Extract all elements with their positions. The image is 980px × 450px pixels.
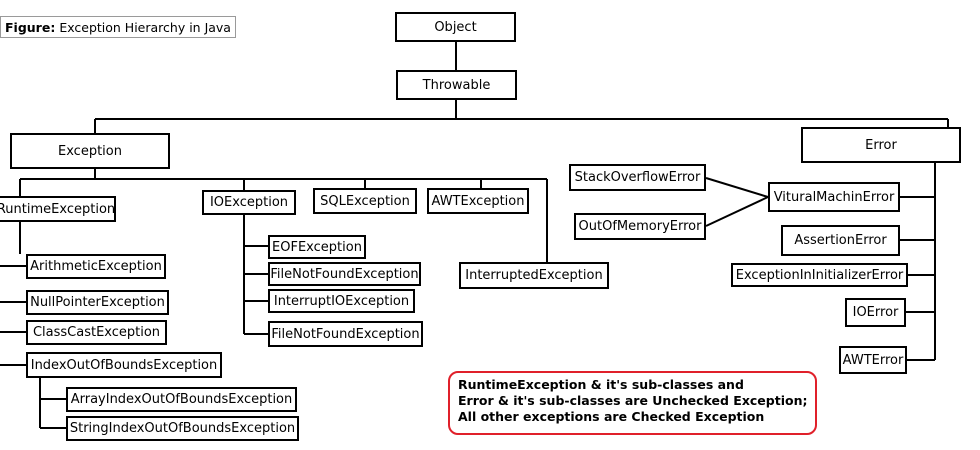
node-arrayindex-exception: ArrayIndexOutOfBoundsException	[66, 387, 297, 412]
checked-unchecked-note: RuntimeException & it's sub-classes and …	[448, 371, 817, 435]
node-filenotfound-exception-1: FileNotFoundException	[268, 262, 421, 286]
node-runtime-exception: RuntimeException	[0, 196, 116, 222]
node-stackoverflow-error: StackOverflowError	[569, 164, 706, 191]
figure-caption: Figure: Exception Hierarchy in Java	[0, 16, 236, 38]
note-line-3: All other exceptions are Checked Excepti…	[458, 409, 765, 424]
node-eof-exception: EOFException	[268, 235, 366, 259]
node-awtexception: AWTException	[427, 188, 529, 214]
node-interruptio-exception: InterruptIOException	[268, 289, 415, 313]
node-throwable: Throwable	[396, 70, 517, 100]
node-nullpointer-exception: NullPointerException	[26, 290, 169, 315]
node-virtualmachine-error: VituralMachinError	[768, 182, 900, 212]
node-object: Object	[395, 12, 516, 42]
node-outofmemory-error: OutOfMemoryError	[574, 213, 706, 240]
node-filenotfound-exception-2: FileNotFoundException	[268, 321, 423, 347]
node-awterror: AWTError	[839, 346, 907, 374]
figure-label: Figure:	[5, 19, 56, 35]
node-error: Error	[801, 127, 961, 163]
node-interrupted-exception: InterruptedException	[459, 262, 609, 289]
note-line-1: RuntimeException & it's sub-classes and	[458, 377, 744, 392]
node-exception: Exception	[10, 133, 170, 169]
node-ioerror: IOError	[845, 298, 906, 327]
node-arithmetic-exception: ArithmeticException	[26, 254, 166, 279]
node-classcast-exception: ClassCastException	[26, 320, 167, 345]
node-ioexception: IOException	[202, 190, 296, 215]
node-stringindex-exception: StringIndexOutOfBoundsException	[66, 416, 299, 441]
node-assertion-error: AssertionError	[781, 225, 900, 256]
figure-title: Exception Hierarchy in Java	[59, 19, 231, 35]
node-indexoutofbounds-exception: IndexOutOfBoundsException	[26, 352, 222, 378]
node-sqlexception: SQLException	[313, 188, 417, 214]
note-line-2: Error & it's sub-classes are Unchecked E…	[458, 393, 808, 408]
node-initializer-error: ExceptionInInitializerError	[731, 263, 908, 287]
